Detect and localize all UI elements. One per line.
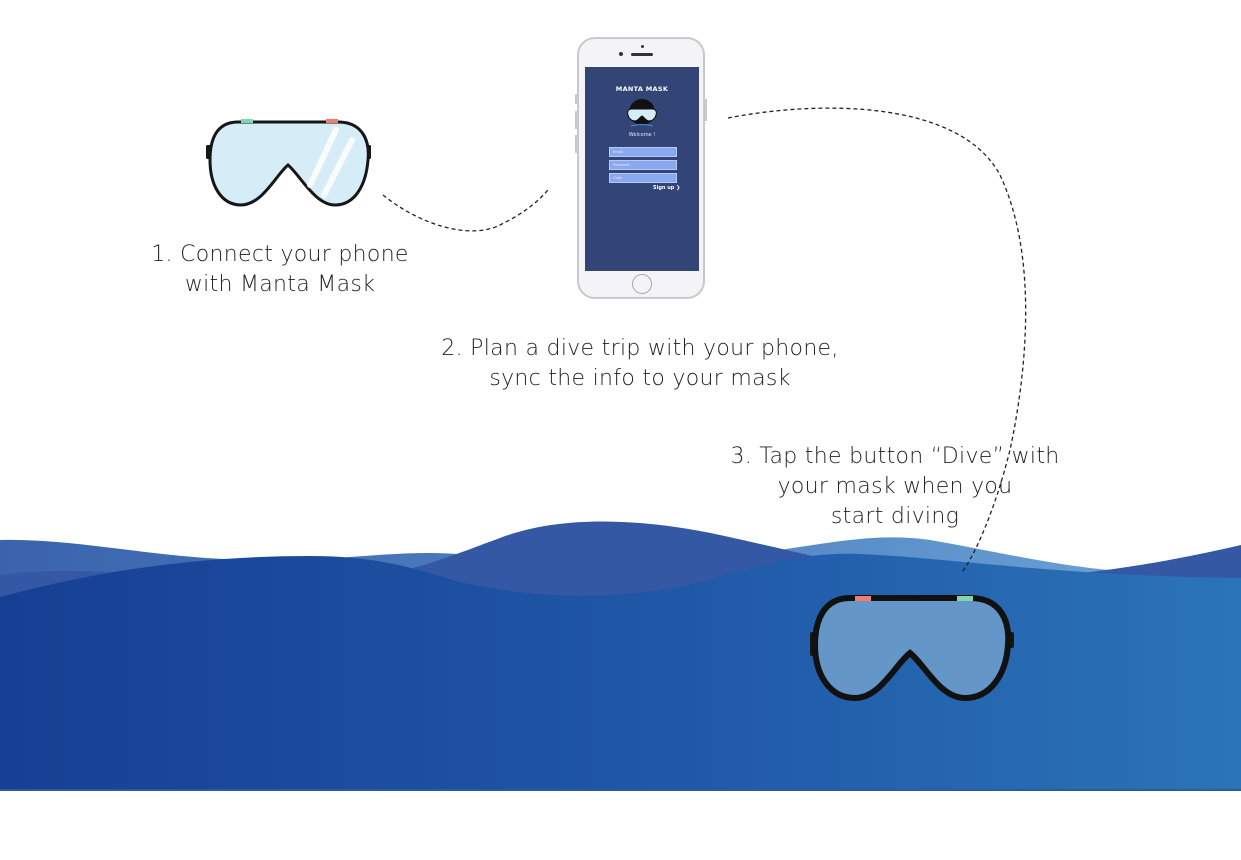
- step-1-line-1: 1. Connect your phone: [151, 242, 409, 267]
- step-2-line-1: 2. Plan a dive trip with your phone,: [441, 336, 839, 361]
- phone-sensor: [619, 52, 623, 56]
- phone-icon: MANTA MASK Welcome ! Email Password Code…: [575, 37, 707, 299]
- phone-volume-down: [575, 135, 577, 153]
- step-1-line-2: with Manta Mask: [184, 272, 376, 297]
- app-welcome-text: Welcome !: [628, 132, 656, 138]
- password-field[interactable]: Password: [609, 160, 677, 170]
- phone-volume-up: [575, 111, 577, 129]
- phone-screen: MANTA MASK Welcome ! Email Password Code…: [585, 67, 699, 271]
- step-3-line-3: start diving: [830, 504, 960, 529]
- chevron-right-icon: ❯: [674, 185, 681, 191]
- mask-underwater-icon: [810, 595, 1014, 702]
- phone-button-left: [575, 94, 577, 104]
- app-logo-icon: [627, 99, 657, 127]
- dashed-connector-2: [727, 107, 1027, 573]
- mask-dry-icon: [206, 119, 371, 207]
- step-3-line-1: 3. Tap the button “Dive” with: [730, 444, 1060, 469]
- signup-label: Sign up: [653, 185, 675, 191]
- code-field[interactable]: Code: [609, 173, 677, 183]
- home-button[interactable]: [632, 274, 652, 294]
- step-2-line-2: sync the info to your mask: [489, 366, 791, 391]
- step-3-line-2: your mask when you: [777, 474, 1013, 499]
- step-3-caption: 3. Tap the button “Dive” with your mask …: [690, 442, 1100, 532]
- step-2-caption: 2. Plan a dive trip with your phone, syn…: [405, 334, 875, 394]
- app-title: MANTA MASK: [615, 85, 669, 93]
- signup-button[interactable]: Sign up ❯: [653, 185, 680, 191]
- step-1-caption: 1. Connect your phone with Manta Mask: [120, 240, 440, 300]
- phone-camera-dot: [641, 45, 644, 48]
- phone-power-button: [705, 99, 707, 121]
- phone-speaker: [631, 53, 653, 56]
- dashed-connector-1: [382, 189, 549, 232]
- email-field[interactable]: Email: [609, 147, 677, 157]
